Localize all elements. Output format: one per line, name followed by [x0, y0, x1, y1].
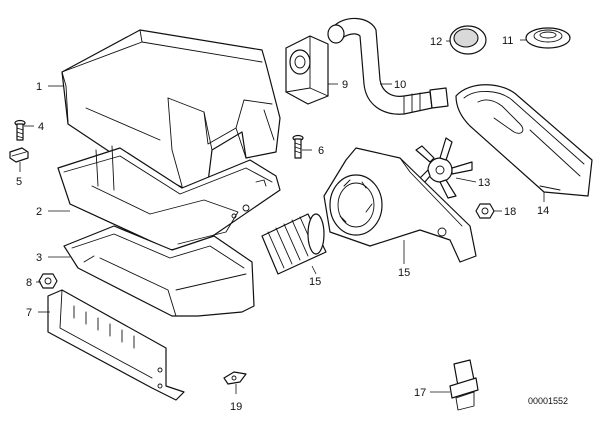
part-11-grommet — [525, 27, 571, 49]
callout-18: 18 — [504, 206, 516, 218]
callout-15b: 15 — [398, 267, 410, 279]
part-2-housing-tray — [57, 145, 281, 251]
callout-labels: 1 2 3 4 5 6 7 8 9 10 11 12 13 14 15 15 1… — [16, 35, 549, 413]
callout-14: 14 — [537, 205, 549, 217]
callout-8: 8 — [26, 277, 32, 289]
part-19-clip — [223, 371, 247, 385]
diagram-reference-number: 00001552 — [528, 396, 568, 406]
callout-15a: 15 — [309, 276, 321, 288]
part-3-bottom-tray — [63, 225, 255, 317]
leader-lines — [19, 39, 545, 394]
callout-6: 6 — [318, 145, 324, 157]
part-17-sensor — [449, 359, 479, 411]
callout-7: 7 — [26, 307, 32, 319]
part-7-bracket — [47, 289, 185, 401]
callout-9: 9 — [342, 79, 348, 91]
callout-4: 4 — [38, 121, 44, 133]
part-16-bellows — [261, 213, 327, 275]
part-14-air-duct — [455, 84, 593, 197]
part-8-nut — [38, 273, 58, 289]
callout-3: 3 — [36, 252, 42, 264]
callout-1: 1 — [36, 81, 42, 93]
part-15-housing-arm — [323, 147, 477, 263]
part-6-screw — [292, 134, 304, 159]
part-18-nut — [475, 203, 495, 219]
part-5-clip-nut — [9, 147, 29, 163]
part-4-screw — [14, 119, 26, 141]
part-9-grommet-bracket — [285, 35, 329, 105]
callout-2: 2 — [36, 206, 42, 218]
callout-17: 17 — [414, 387, 426, 399]
callout-13: 13 — [478, 177, 490, 189]
callout-12: 12 — [430, 36, 442, 48]
callout-10: 10 — [394, 79, 406, 91]
part-10-air-hose — [327, 17, 449, 115]
callout-5: 5 — [16, 176, 22, 188]
callout-19: 19 — [230, 401, 242, 413]
part-12-plug — [449, 25, 487, 55]
callout-11: 11 — [502, 35, 513, 47]
